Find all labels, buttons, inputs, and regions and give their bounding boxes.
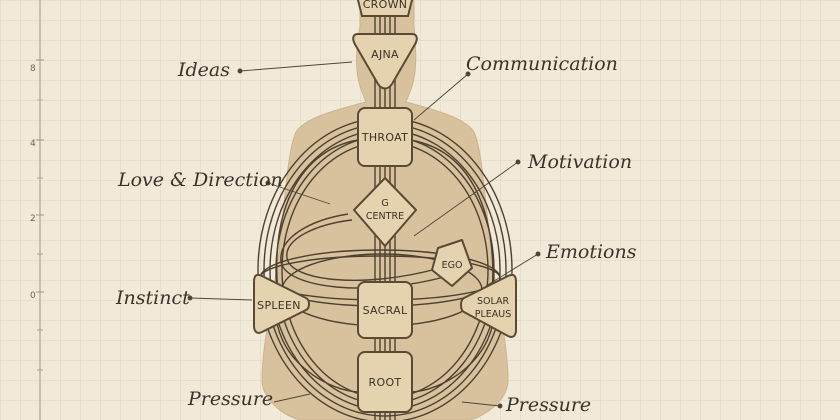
spleen-label: SPLEEN [257, 299, 301, 312]
axis-tick-4: 4 [30, 139, 36, 149]
annotation-love-direction: Love & Direction [117, 169, 283, 191]
center-spleen[interactable]: SPLEEN [253, 273, 310, 334]
annotation-communication: Communication [466, 53, 618, 75]
annotation-pressure-left: Pressure [187, 388, 273, 410]
throat-label: THROAT [361, 131, 408, 144]
g-label-line2: CENTRE [366, 211, 404, 222]
crown-label: CROWN [363, 0, 408, 11]
axis-tick-2: 2 [30, 214, 36, 224]
annotation-leaders [187, 61, 541, 409]
annotation-instinct: Instinct [115, 287, 190, 309]
ajna-label: AJNA [371, 48, 399, 61]
axis-tick-8: 8 [30, 64, 36, 74]
solar-label-line1: SOLAR [477, 296, 510, 307]
center-root[interactable]: ROOT [357, 351, 413, 413]
g-label-line1: G [381, 198, 388, 209]
center-g[interactable]: G CENTRE [353, 177, 417, 247]
center-crown[interactable]: CROWN [356, 0, 414, 17]
solar-label-line2: PLEAUS [475, 309, 512, 320]
center-ajna[interactable]: AJNA [352, 33, 418, 90]
ego-label: EGO [442, 260, 463, 271]
left-axis: 8 4 2 0 [30, 0, 44, 420]
axis-tick-0: 0 [30, 291, 36, 301]
annotation-motivation: Motivation [527, 151, 632, 173]
center-sacral[interactable]: SACRAL [357, 281, 413, 339]
sacral-label: SACRAL [363, 304, 408, 317]
annotation-ideas: Ideas [177, 59, 230, 81]
center-throat[interactable]: THROAT [357, 107, 413, 167]
center-solar-plexus[interactable]: SOLAR PLEAUS [460, 273, 517, 338]
root-label: ROOT [369, 376, 402, 389]
center-ego[interactable]: EGO [431, 239, 473, 287]
annotation-emotions: Emotions [545, 241, 637, 263]
annotation-pressure-right: Pressure [505, 394, 591, 416]
